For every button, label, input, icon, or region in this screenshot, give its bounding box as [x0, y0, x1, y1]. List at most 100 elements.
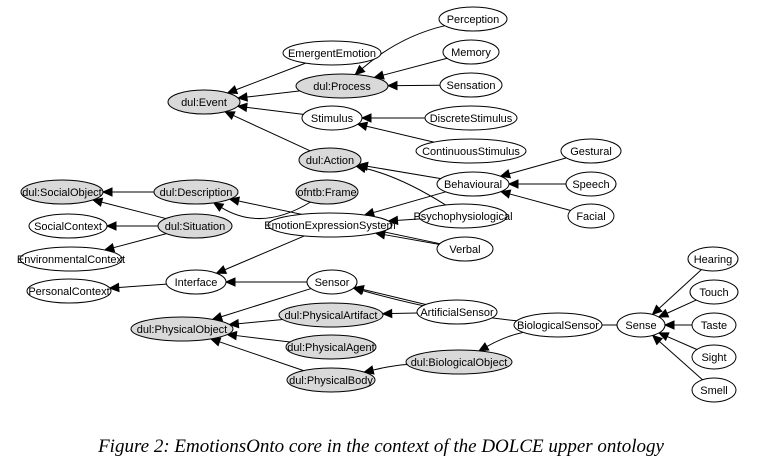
arrowhead — [507, 179, 519, 189]
edge-touch-to-sense — [657, 299, 697, 318]
edge-line — [365, 167, 446, 206]
edge-line — [384, 234, 440, 245]
node-sensor: Sensor — [306, 269, 358, 295]
node-ellipse — [513, 312, 603, 338]
arrowhead — [651, 334, 664, 346]
node-facial: Facial — [567, 203, 615, 229]
edge-verbal-to-emotion-expression-system — [374, 230, 440, 245]
node-ellipse — [436, 171, 510, 197]
edge-line — [366, 125, 434, 143]
node-ellipse — [165, 269, 227, 295]
arrowhead — [381, 308, 393, 319]
edge-line — [361, 25, 445, 70]
edge-ofntb-frame-to-dul-description — [212, 201, 311, 219]
node-ellipse — [301, 105, 363, 131]
arrowhead — [657, 308, 670, 318]
node-ellipse — [560, 138, 622, 164]
node-label: Sensor — [315, 277, 350, 289]
node-label: Speech — [572, 179, 609, 191]
edge-line — [221, 201, 311, 219]
node-hearing: Hearing — [687, 246, 739, 272]
node-ellipse — [19, 246, 123, 272]
edge-speech-to-behavioural — [507, 179, 566, 189]
edge-line — [509, 193, 571, 211]
arrowhead — [236, 92, 248, 102]
node-ellipse — [130, 316, 234, 342]
edge-interface-to-personal-context — [108, 282, 167, 293]
edge-line — [658, 269, 702, 309]
node-label: Facial — [576, 211, 605, 223]
node-label: dul:Event — [181, 97, 227, 109]
node-label: ofntb:Frame — [297, 187, 356, 199]
edge-line — [509, 157, 567, 175]
node-ellipse — [415, 138, 527, 164]
node-ellipse — [418, 203, 508, 229]
edge-dul-biological-object-to-dul-physical-body — [363, 363, 408, 375]
arrowhead — [663, 320, 675, 330]
node-discrete-stimulus: DiscreteStimulus — [424, 105, 518, 131]
arrowhead — [236, 102, 248, 113]
node-label: dul:Action — [306, 155, 354, 167]
node-label: Gestural — [570, 146, 612, 158]
node-ofntb-frame: ofntb:Frame — [295, 179, 359, 205]
edge-psychophysiological-to-dul-action — [355, 163, 446, 206]
arrowhead — [223, 111, 236, 121]
node-label: Sensation — [447, 80, 496, 92]
node-artificial-sensor: ArtificialSensor — [416, 299, 498, 325]
edge-line — [236, 335, 291, 343]
edge-line — [659, 341, 703, 381]
edge-biological-sensor-to-dul-biological-object — [477, 331, 524, 352]
node-stimulus: Stimulus — [301, 105, 363, 131]
node-ellipse — [687, 246, 739, 272]
node-ellipse — [616, 312, 666, 338]
node-dul-action: dul:Action — [298, 147, 362, 173]
node-ellipse — [295, 179, 359, 205]
node-interface: Interface — [165, 269, 227, 295]
edge-line — [486, 331, 524, 347]
edge-line — [233, 115, 311, 152]
arrowhead — [363, 365, 375, 375]
node-emergent-emotion: EmergentEmotion — [282, 40, 382, 66]
node-ellipse — [267, 212, 393, 238]
node-ellipse — [167, 89, 241, 115]
node-dul-situation: dul:Situation — [157, 213, 233, 239]
arrowhead — [651, 304, 663, 316]
node-behavioural: Behavioural — [436, 171, 510, 197]
edge-line — [372, 363, 408, 371]
node-label: Hearing — [694, 254, 733, 266]
node-ellipse — [689, 279, 739, 305]
edge-discrete-stimulus-to-stimulus — [360, 113, 425, 123]
edge-dul-action-to-dul-event — [223, 111, 311, 152]
edge-line — [221, 288, 312, 318]
node-ellipse — [306, 269, 358, 295]
node-taste: Taste — [691, 312, 737, 338]
node-perception: Perception — [438, 6, 508, 32]
edge-continuous-stimulus-to-stimulus — [356, 121, 434, 143]
edge-psychophysiological-to-emotion-expression-system — [387, 215, 421, 226]
arrowhead — [356, 121, 369, 131]
edge-line — [224, 235, 305, 271]
node-label: Interface — [175, 277, 218, 289]
node-label: dul:PhysicalBody — [289, 375, 373, 387]
node-label: dul:PhysicalAgent — [287, 342, 374, 354]
node-label: dul:Situation — [165, 221, 226, 233]
node-ellipse — [20, 179, 104, 205]
node-continuous-stimulus: ContinuousStimulus — [415, 138, 527, 164]
node-label: Memory — [451, 47, 491, 59]
edge-memory-to-dul-process — [373, 57, 448, 80]
edge-stimulus-to-dul-event — [236, 102, 304, 115]
node-sense: Sense — [616, 312, 666, 338]
edge-smell-to-sense — [651, 334, 703, 381]
edge-hearing-to-sense — [651, 269, 702, 316]
node-label: ArtificialSensor — [420, 307, 494, 319]
node-dul-physical-artifact: dul:PhysicalArtifact — [278, 302, 384, 328]
node-personal-context: PersonalContext — [26, 278, 112, 304]
node-ellipse — [157, 213, 233, 239]
edge-line — [367, 165, 441, 180]
node-gestural: Gestural — [560, 138, 622, 164]
node-ellipse — [278, 302, 384, 328]
arrowhead — [373, 70, 385, 80]
edge-sensor-to-dul-physical-object — [211, 288, 312, 322]
